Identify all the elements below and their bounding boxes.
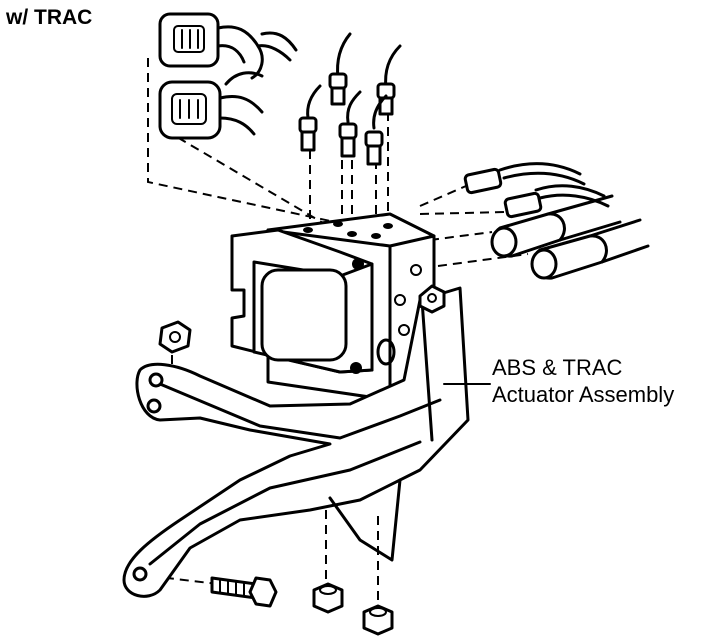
brake-hoses-right bbox=[490, 194, 650, 280]
nut-bottom-right bbox=[362, 604, 394, 636]
mounting-bracket bbox=[122, 284, 470, 598]
nut-bottom-center bbox=[312, 582, 344, 614]
nut-left bbox=[158, 320, 192, 354]
variant-label: w/ TRAC bbox=[6, 6, 93, 29]
harness-connector-lower bbox=[158, 71, 264, 140]
harness-connector-upper bbox=[158, 12, 298, 80]
mounting-bolt bbox=[210, 576, 278, 608]
actuator-callout-label: ABS & TRAC Actuator Assembly bbox=[492, 354, 674, 408]
callout-line-1: ABS & TRAC bbox=[492, 355, 623, 380]
actuator-motor-housing bbox=[230, 228, 374, 374]
brake-line-fittings-right bbox=[463, 162, 610, 219]
brake-line-fittings-top bbox=[298, 32, 402, 166]
callout-line-2: Actuator Assembly bbox=[492, 382, 675, 407]
